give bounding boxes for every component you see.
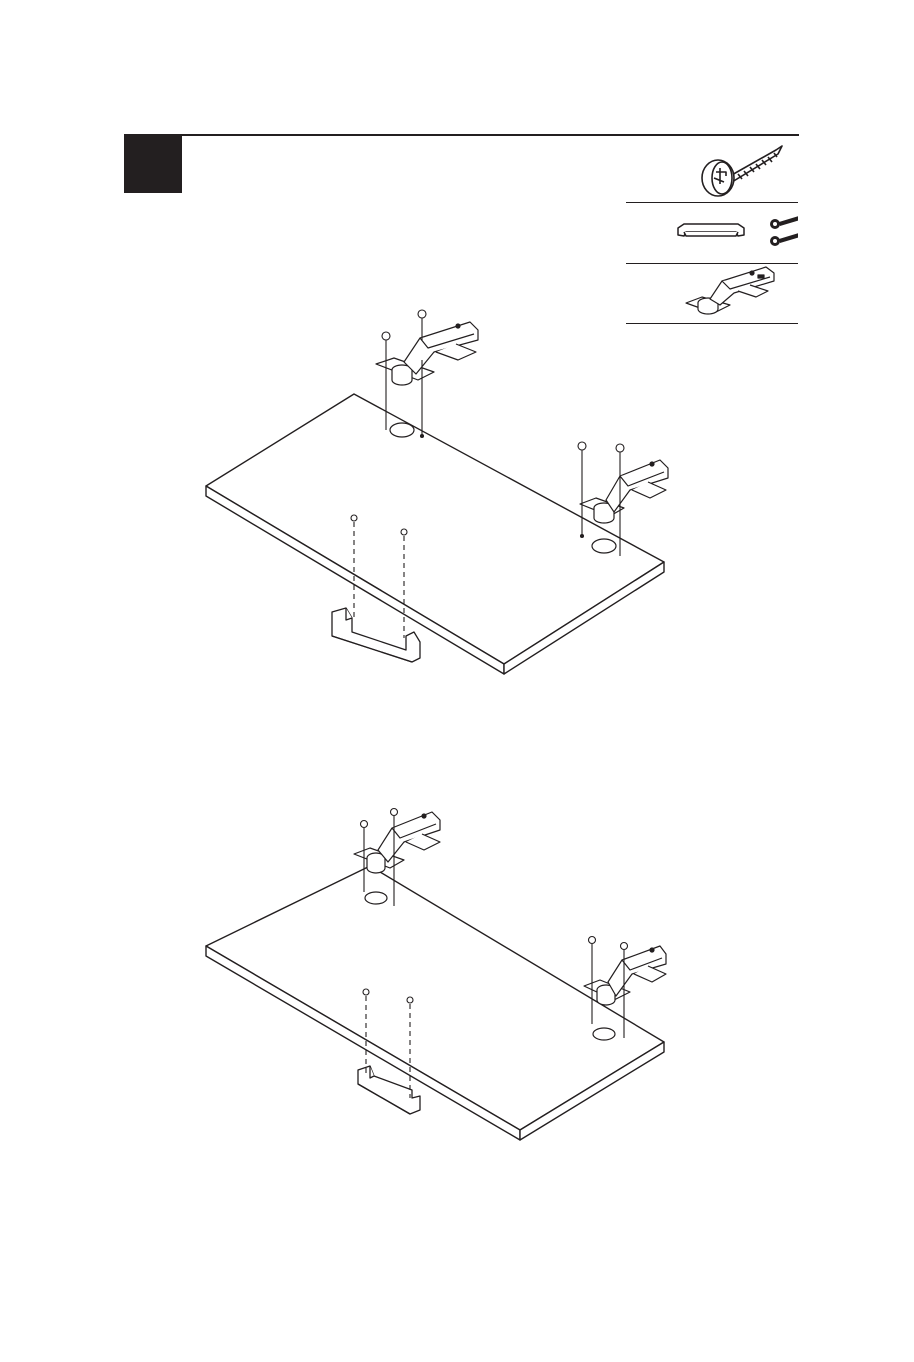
concealed-hinge <box>584 946 666 1005</box>
assembly-figure-lower <box>190 800 690 1150</box>
concealed-hinge <box>580 460 668 523</box>
hinge-cup-hole <box>390 423 414 437</box>
handle-icon <box>626 202 798 263</box>
wood-screw-icon <box>626 136 798 202</box>
hinge-cup-hole <box>593 1028 615 1040</box>
step-number-badge <box>124 136 182 193</box>
parts-row-handle <box>626 202 798 264</box>
machine-screw-icon <box>770 216 798 246</box>
concealed-hinge <box>354 812 440 873</box>
door-panel-diagram <box>190 800 690 1150</box>
parts-list <box>626 136 798 326</box>
assembly-figure-upper <box>190 300 690 680</box>
concealed-hinge <box>376 322 478 385</box>
hinge-cup-hole <box>592 539 616 553</box>
hinge-cup-hole <box>365 892 387 904</box>
door-panel-diagram <box>190 300 690 680</box>
parts-row-screw <box>626 136 798 203</box>
